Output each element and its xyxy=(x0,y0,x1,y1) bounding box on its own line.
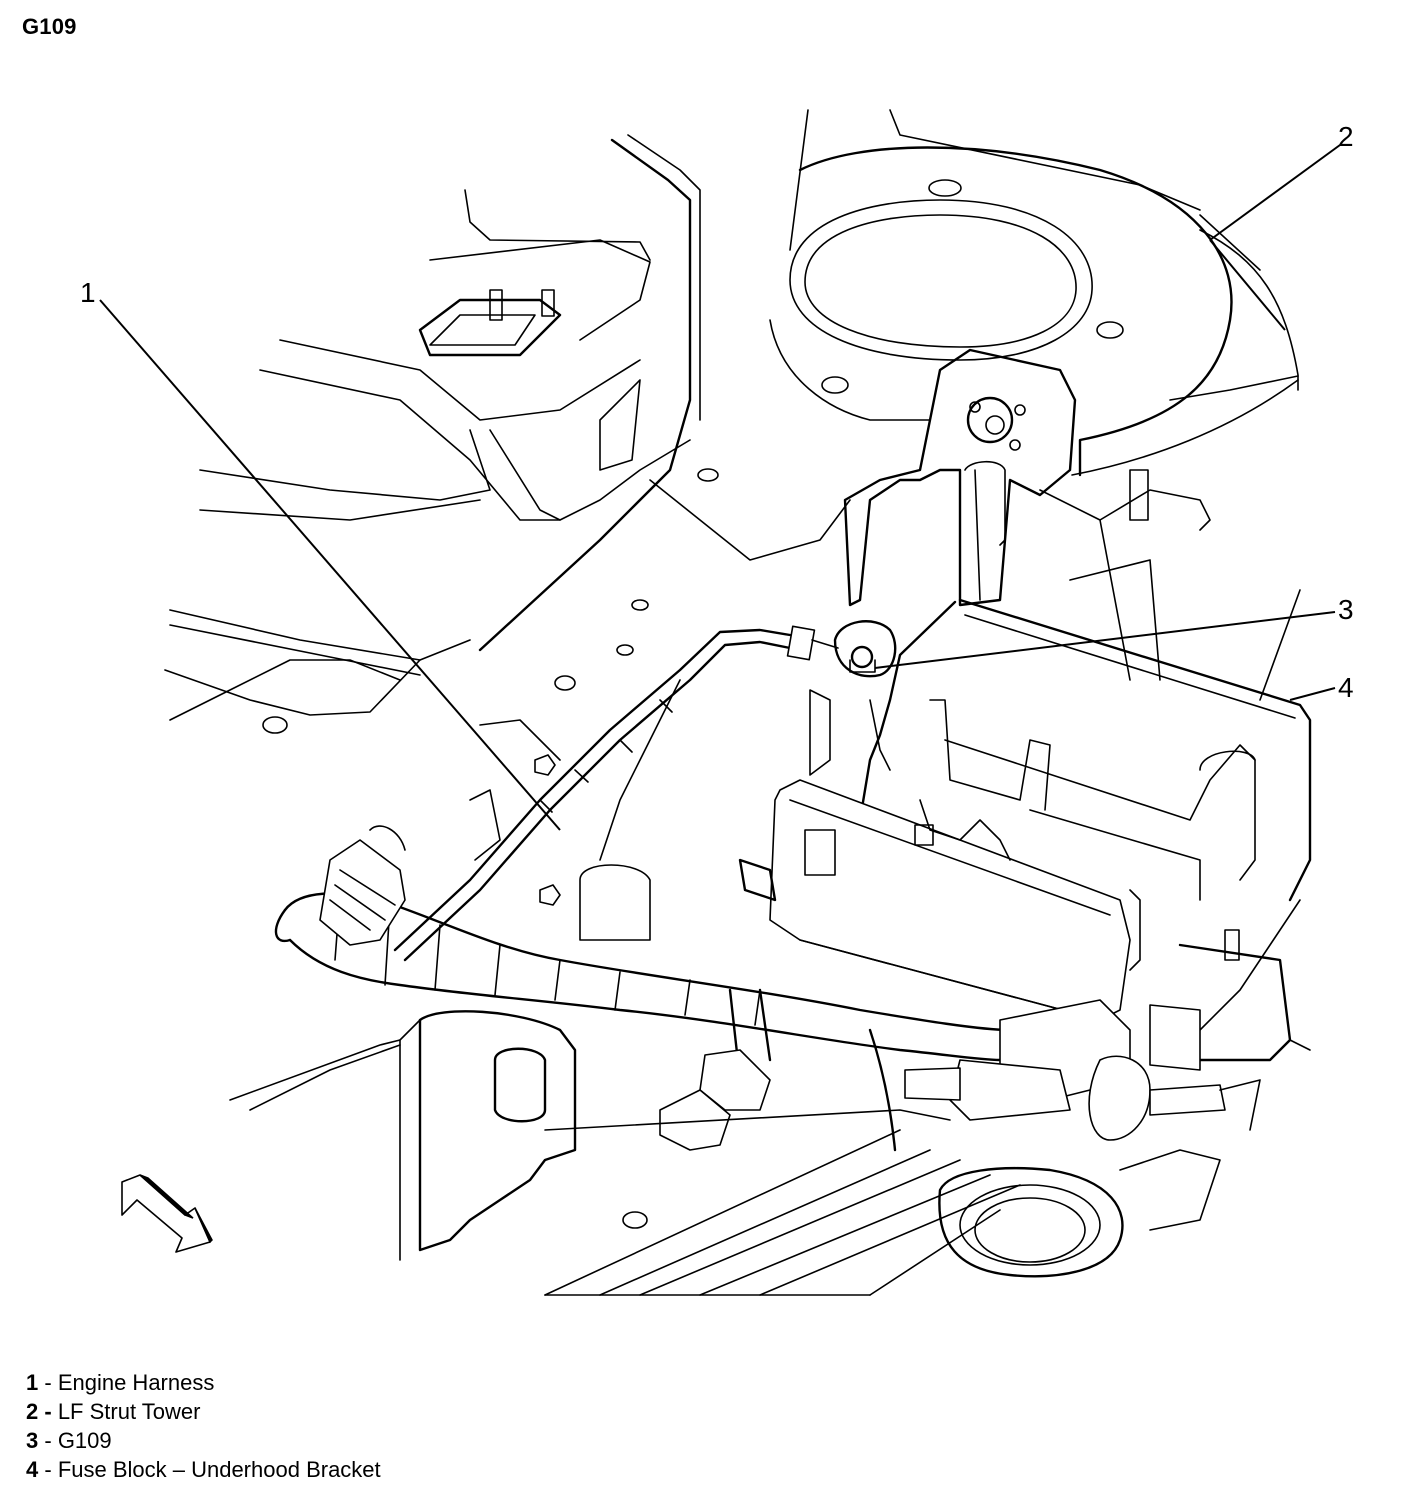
component-location-diagram: 1 2 3 4 xyxy=(80,109,1354,1296)
legend-item: 4 - Fuse Block – Underhood Bracket xyxy=(26,1457,381,1482)
engine-harness xyxy=(274,825,1261,1152)
legend-item: 3 - G109 xyxy=(26,1428,112,1453)
leader-line-4 xyxy=(1289,687,1336,701)
right-components xyxy=(1039,469,1311,1062)
callout-3: 3 xyxy=(1338,594,1354,625)
leader-line-3 xyxy=(874,611,1336,669)
engine-lower xyxy=(229,1010,1221,1296)
legend: 1 - Engine Harness 2 - LF Strut Tower 3 … xyxy=(26,1368,381,1484)
fuse-block-bracket xyxy=(738,598,1312,1021)
fastener-holes xyxy=(262,468,851,941)
strut-tower xyxy=(769,109,1299,477)
callout-1: 1 xyxy=(80,277,96,308)
leader-line-2 xyxy=(1209,144,1341,241)
leader-lines xyxy=(99,144,1341,831)
g109-ground-eyelet xyxy=(833,620,897,678)
leader-line-2b xyxy=(1209,239,1286,331)
callout-2: 2 xyxy=(1338,121,1354,152)
leader-line-1 xyxy=(99,299,561,831)
legend-item: 1 - Engine Harness xyxy=(26,1370,215,1395)
fender-panel xyxy=(164,134,701,721)
page-title: G109 xyxy=(22,14,77,39)
ground-wire xyxy=(393,625,839,962)
legend-item: 2 - LF Strut Tower xyxy=(26,1399,201,1424)
forward-arrow-icon xyxy=(121,1174,213,1253)
callout-4: 4 xyxy=(1338,672,1354,703)
mounting-bracket xyxy=(843,348,1077,607)
